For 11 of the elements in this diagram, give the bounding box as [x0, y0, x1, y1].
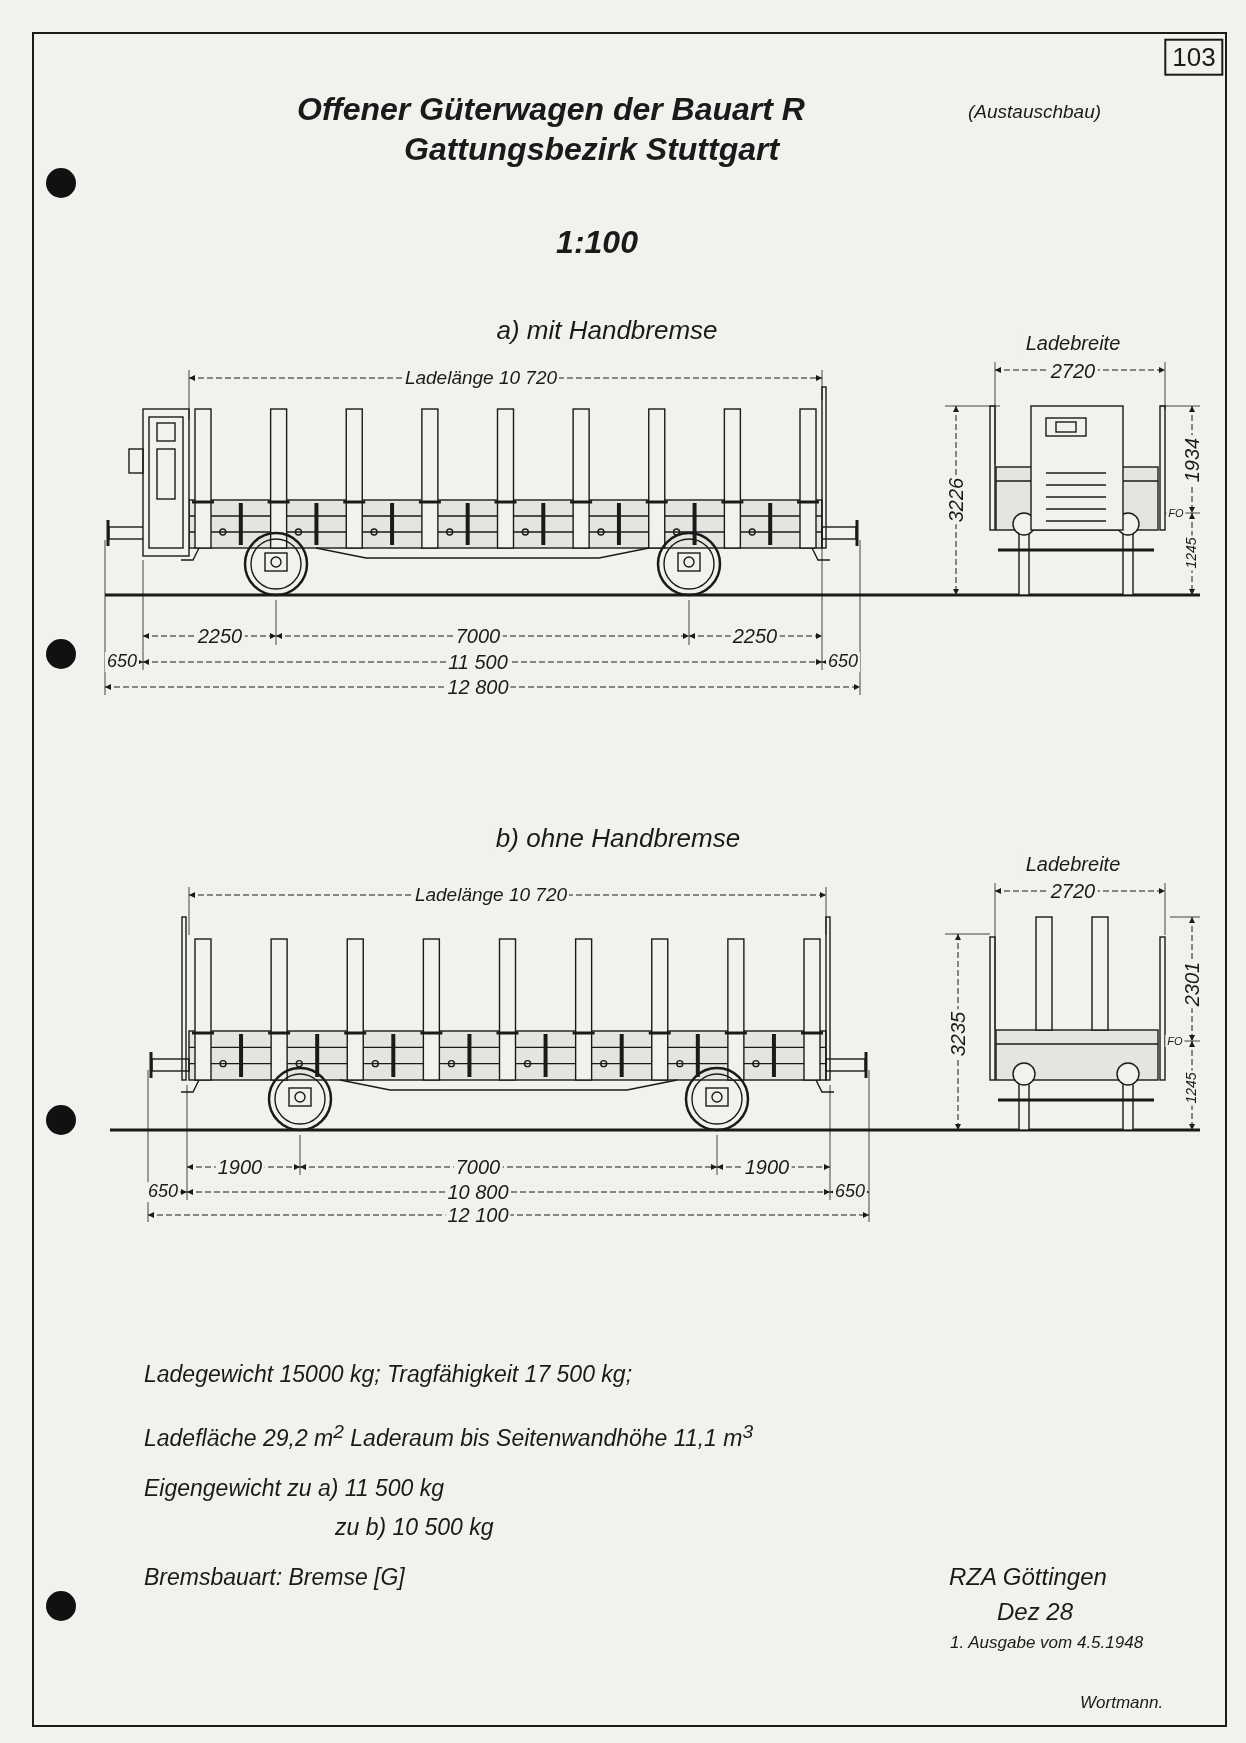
issue-date-note: 1. Ausgabe vom 4.5.1948: [948, 1633, 1146, 1653]
dimension-value: 650: [105, 652, 139, 672]
dimension-value: 650: [146, 1182, 180, 1202]
spec-note: Ladegewicht 15000 kg; Tragfähigkeit 17 500 kg;: [142, 1362, 635, 1388]
page-number: 103: [1164, 38, 1224, 76]
reference-mark: FO: [1165, 1034, 1185, 1048]
reference-mark: FO: [1166, 506, 1186, 520]
spec-note: Bremsbauart: Bremse [G]: [142, 1565, 407, 1591]
spec-note: Eigengewicht zu a) 11 500 kg: [142, 1476, 447, 1502]
spec-note: zu b) 10 500 kg: [333, 1515, 496, 1541]
dimension-value: 650: [826, 652, 860, 672]
